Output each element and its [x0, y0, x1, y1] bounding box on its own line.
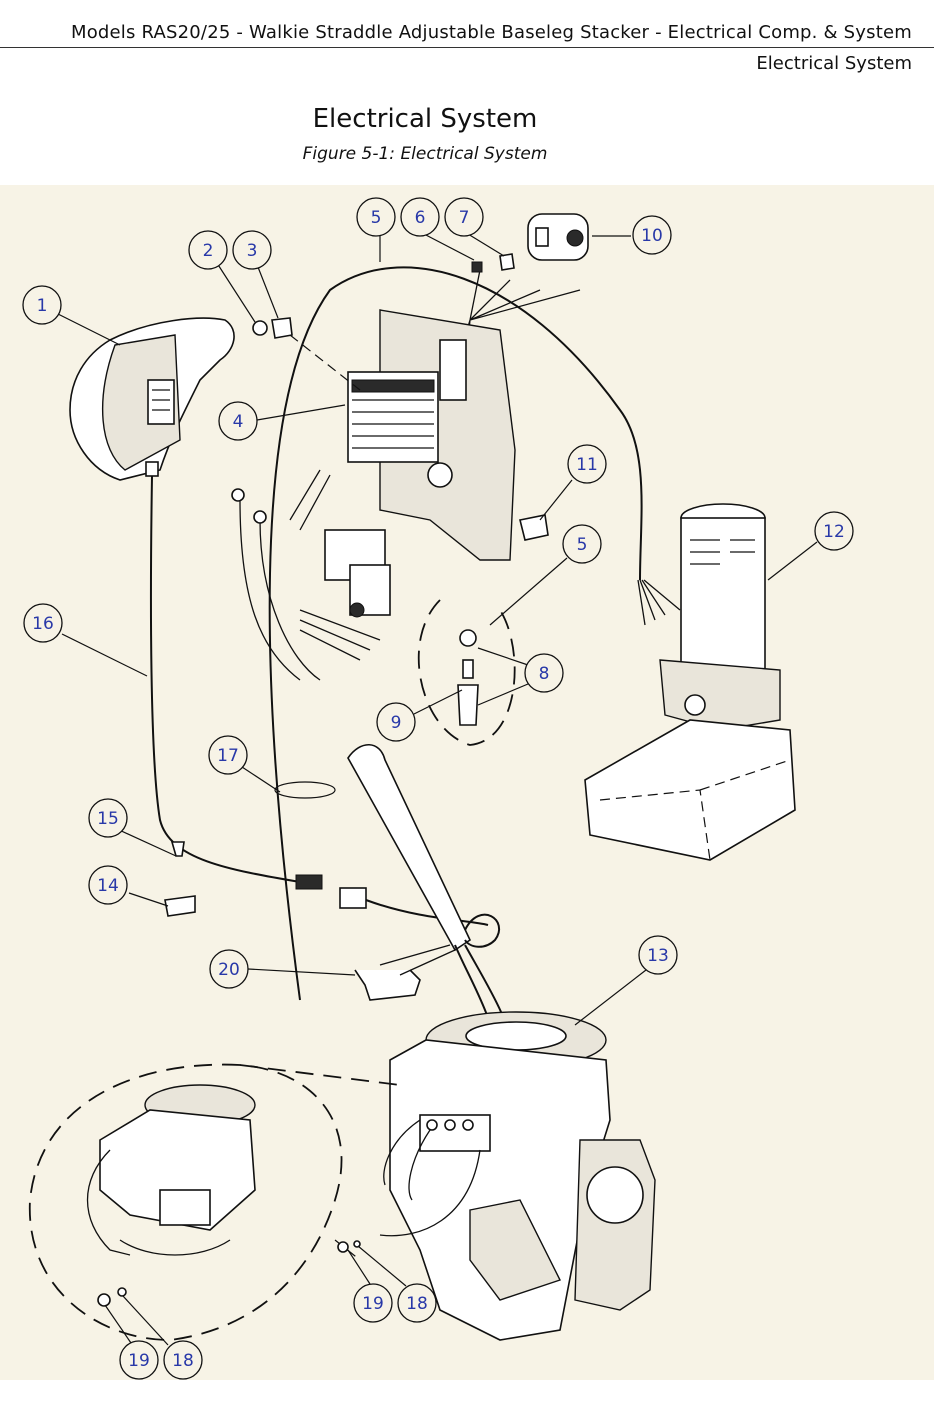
callout-1: 1 [22, 285, 62, 325]
nut [337, 1241, 349, 1253]
callout-7: 7 [444, 197, 484, 237]
header-divider [0, 47, 934, 48]
callout-label: 1 [37, 296, 48, 316]
callout-18: 18 [397, 1283, 437, 1323]
leader-lines [57, 233, 818, 1346]
callout-label: 4 [233, 412, 244, 432]
screw [170, 841, 185, 857]
pump-motor-assembly [584, 503, 796, 861]
callout-label: 18 [406, 1294, 428, 1314]
harness-sleeve [347, 743, 472, 952]
detail-wiring [86, 1149, 231, 1256]
main-harness-top [268, 266, 643, 1001]
cable-tie [274, 781, 336, 799]
callout-label: 11 [576, 455, 598, 475]
callout-label: 19 [362, 1294, 384, 1314]
bracket [354, 969, 421, 1001]
bolt [519, 514, 549, 541]
callout-16: 16 [23, 603, 63, 643]
callout-label: 8 [539, 664, 550, 684]
keyswitch-icon [566, 229, 584, 247]
control-handle [69, 317, 235, 481]
figure-caption: Figure 5-1: Electrical System [302, 144, 548, 164]
fuse-holder [457, 684, 479, 726]
ring-terminal [231, 488, 245, 502]
callout-9: 9 [376, 702, 416, 742]
callout-label: 15 [97, 809, 119, 829]
callout-15: 15 [88, 798, 128, 838]
control-panel-assembly [324, 309, 516, 618]
callout-4: 4 [218, 401, 258, 441]
washer [353, 1240, 361, 1248]
connector-socket [339, 887, 367, 909]
callout-label: 10 [641, 226, 663, 246]
clip [271, 317, 293, 339]
callout-label: 9 [391, 713, 402, 733]
key-switch-panel [527, 213, 589, 261]
callout-label: 13 [647, 946, 669, 966]
connector-plug [295, 874, 323, 890]
callout-label: 6 [415, 208, 426, 228]
cable-clamp [164, 895, 196, 917]
callout-label: 20 [218, 960, 240, 980]
callout-11: 11 [567, 444, 607, 484]
callout-8: 8 [524, 653, 564, 693]
callout-label: 5 [371, 208, 382, 228]
terminal-6 [471, 261, 483, 273]
callout-20: 20 [209, 949, 249, 989]
harness-loop [464, 913, 501, 948]
switch-leads [439, 269, 581, 431]
callout-label: 12 [823, 522, 845, 542]
callout-18: 18 [163, 1340, 203, 1380]
callout-5: 5 [562, 524, 602, 564]
callout-19: 19 [353, 1283, 393, 1323]
panel-wiring [239, 469, 381, 681]
detail-washer [117, 1287, 127, 1297]
callout-3: 3 [232, 230, 272, 270]
bracket-leads [379, 944, 456, 976]
motor-leads [637, 579, 681, 626]
callout-19: 19 [119, 1340, 159, 1380]
callout-label: 16 [32, 614, 54, 634]
nut [252, 320, 268, 336]
handle-cable [149, 475, 301, 883]
callout-label: 2 [203, 241, 214, 261]
fuse-detail-outline [417, 599, 516, 746]
fuse [462, 659, 474, 679]
callout-label: 7 [459, 208, 470, 228]
detail-nut [97, 1293, 111, 1307]
ring-terminal [253, 510, 267, 524]
switch-icon [535, 227, 549, 247]
callout-label: 18 [172, 1351, 194, 1371]
callout-13: 13 [638, 935, 678, 975]
terminal-7 [499, 253, 515, 271]
callout-17: 17 [208, 735, 248, 775]
callout-10: 10 [632, 215, 672, 255]
callout-5: 5 [356, 197, 396, 237]
drive-unit-assembly [389, 1011, 656, 1341]
callout-label: 3 [247, 241, 258, 261]
page-title: Electrical System [312, 104, 538, 134]
callout-2: 2 [188, 230, 228, 270]
fuse-cap [459, 629, 477, 647]
callout-label: 14 [97, 876, 119, 896]
callout-6: 6 [400, 197, 440, 237]
callout-12: 12 [814, 511, 854, 551]
callout-label: 17 [217, 746, 239, 766]
callout-label: 19 [128, 1351, 150, 1371]
callout-label: 5 [577, 535, 588, 555]
header-section: Electrical System [756, 53, 912, 74]
callout-14: 14 [88, 865, 128, 905]
header-breadcrumb: Models RAS20/25 - Walkie Straddle Adjust… [70, 22, 912, 43]
drive-detail-view [99, 1084, 256, 1231]
drive-wiring [379, 1119, 481, 1237]
